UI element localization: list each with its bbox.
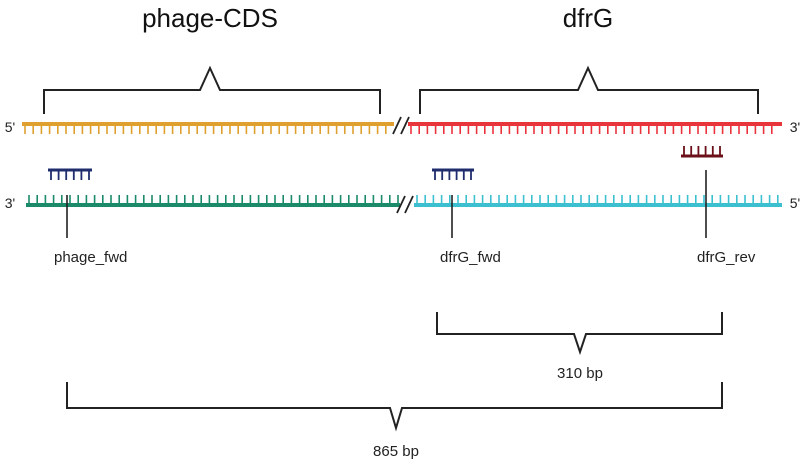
label-dfrg-fwd: dfrG_fwd bbox=[440, 249, 501, 266]
break-mark-top bbox=[392, 116, 410, 135]
dfrg-rev-primer bbox=[681, 146, 723, 158]
phage-fwd-primer bbox=[48, 168, 92, 180]
label-dfrg-rev: dfrG_rev bbox=[697, 249, 756, 266]
end-label-top-left: 5' bbox=[5, 119, 15, 135]
end-label-top-right: 3' bbox=[790, 119, 800, 135]
brace-phage-cds bbox=[43, 65, 381, 114]
product-size-310: 310 bp bbox=[557, 365, 603, 382]
brace-dfrg bbox=[419, 65, 759, 114]
break-mark-bottom bbox=[396, 195, 414, 214]
end-label-bottom-right: 5' bbox=[790, 195, 800, 211]
product-size-865: 865 bp bbox=[373, 443, 419, 460]
phage-top-strand bbox=[22, 122, 394, 134]
title-phage-cds: phage-CDS bbox=[142, 3, 278, 33]
brace-310bp bbox=[436, 312, 723, 356]
brace-865bp bbox=[66, 382, 723, 432]
dfrg-fwd-primer bbox=[432, 168, 474, 180]
title-dfrg: dfrG bbox=[563, 3, 614, 33]
phage-bottom-strand bbox=[26, 195, 400, 207]
end-label-bottom-left: 3' bbox=[5, 195, 15, 211]
label-phage-fwd: phage_fwd bbox=[54, 249, 127, 266]
dfrg-top-strand bbox=[408, 122, 782, 134]
dfrg-bottom-strand bbox=[414, 195, 782, 207]
